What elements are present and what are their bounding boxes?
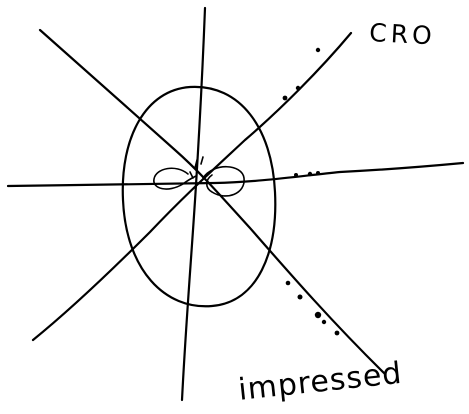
center-tick-marks	[189, 156, 204, 179]
upper-right-dots	[282, 47, 321, 101]
horizontal-stroke	[6, 161, 465, 188]
horizontal-line-dots	[294, 171, 320, 177]
lower-right-beads	[285, 280, 340, 336]
center-right-loop	[202, 165, 245, 197]
handwritten-label-top: CRO	[368, 18, 437, 51]
center-left-loop	[153, 167, 197, 190]
oval-outline	[121, 85, 277, 308]
vertical-stroke	[180, 6, 207, 402]
diagonal-stroke-ascending	[31, 31, 353, 342]
diagonal-stroke-descending	[38, 28, 387, 376]
